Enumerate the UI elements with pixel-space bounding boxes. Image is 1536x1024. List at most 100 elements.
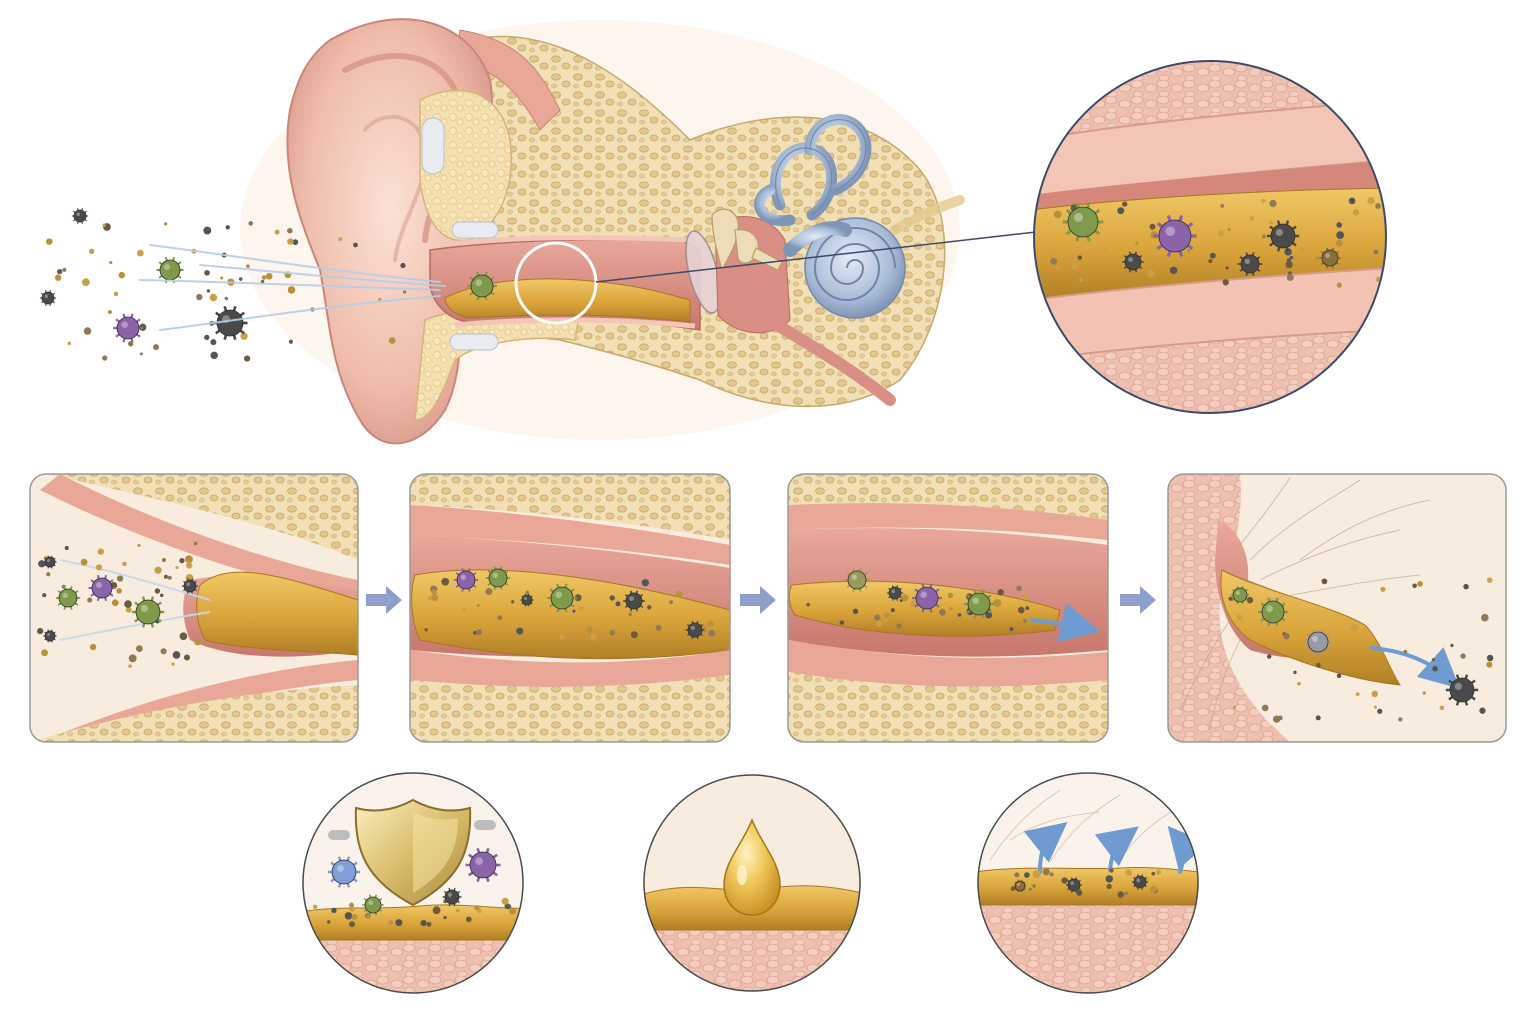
virus-particle [1266, 220, 1300, 252]
dust-particle [485, 588, 493, 596]
dust-particle [1431, 658, 1436, 662]
dust-particle [128, 654, 137, 663]
dust-particle [171, 662, 175, 666]
dust-particle [403, 290, 407, 294]
dust-particle [1076, 890, 1083, 896]
bacteria-particle [328, 830, 350, 840]
dust-particle [1042, 868, 1050, 876]
step-panel-2 [409, 473, 731, 743]
dust-particle [473, 630, 477, 635]
dust-particle [1336, 282, 1342, 288]
dust-particle [194, 638, 202, 646]
virus-particle [1062, 202, 1104, 242]
dust-particle [1105, 875, 1113, 883]
dust-particle [1299, 247, 1305, 252]
dust-particle [89, 643, 97, 651]
virus-particle [1122, 251, 1144, 273]
dust-particle [1117, 207, 1125, 215]
dust-particle [186, 562, 193, 569]
virus-particle [1230, 585, 1250, 605]
dust-particle [1439, 705, 1445, 711]
oil-droplet-icon [723, 817, 781, 916]
virus-particle [113, 313, 143, 343]
dust-particle [1371, 690, 1379, 698]
cartilage-spot-1 [421, 117, 445, 175]
dust-particle [441, 577, 450, 586]
dust-particle [1061, 877, 1068, 884]
bacteria-particle [474, 820, 496, 830]
dust-particle [1151, 871, 1156, 876]
auditory-nerve [890, 195, 965, 235]
dust-particle [882, 617, 888, 622]
cartilage-spot-3 [449, 333, 499, 351]
dust-particle [80, 558, 88, 566]
dust-particle [1261, 704, 1269, 712]
dust-particle [287, 227, 293, 234]
dust-particle [578, 605, 584, 612]
dust-particle [431, 594, 439, 602]
virus-particle [1237, 252, 1263, 276]
dust-particle [240, 332, 248, 340]
dust-particle [615, 601, 621, 607]
dust-particle [516, 627, 524, 635]
dust-particle [160, 648, 167, 655]
dust-particle [113, 291, 119, 297]
dust-particle [426, 921, 432, 927]
dust-particle [1286, 273, 1294, 281]
eustachian-tube [764, 314, 896, 406]
dust-particle [139, 352, 143, 356]
dust-particle [89, 248, 95, 254]
dust-particle [957, 613, 962, 617]
dust-particle [939, 608, 946, 616]
dust-particle [172, 651, 181, 659]
dust-particle [1078, 277, 1084, 282]
cartilage-spot-2 [451, 221, 499, 239]
dust-particle [1432, 665, 1438, 672]
dust-particle [1365, 257, 1372, 264]
step-panel-4 [1167, 473, 1507, 743]
virus-particle [964, 589, 994, 619]
dust-particle [1149, 223, 1156, 230]
dust-particle [1422, 691, 1426, 695]
dust-particle [852, 608, 859, 615]
dust-particle [1070, 263, 1078, 270]
dust-particle [1266, 654, 1272, 659]
dust-particle [206, 289, 211, 293]
dust-particle [261, 275, 267, 280]
dust-particle [245, 264, 250, 269]
dust-particle [1032, 884, 1036, 888]
dust-particle [1321, 578, 1328, 585]
dust-particle [163, 222, 168, 226]
virus-particle [39, 290, 57, 306]
dust-particle [348, 921, 356, 928]
dust-particle [1222, 279, 1229, 286]
dust-particle [1017, 606, 1025, 614]
dust-particle [97, 548, 105, 555]
virus-particle [1445, 674, 1479, 706]
dust-particle [1208, 259, 1213, 264]
dust-particle [1217, 230, 1225, 237]
dust-particle [1315, 715, 1321, 721]
dust-particle [883, 612, 890, 619]
dust-particle [1269, 220, 1273, 225]
dust-particle [465, 916, 472, 923]
dust-particle [338, 237, 343, 242]
dust-particle [83, 327, 92, 335]
dust-particle [395, 919, 403, 927]
dust-particle [136, 645, 143, 652]
virus-particle [912, 583, 942, 613]
dust-particle [1314, 256, 1320, 261]
dust-particle [1028, 887, 1032, 891]
virus-particle [43, 555, 57, 569]
virus-particle [520, 593, 534, 607]
dust-particle [1169, 266, 1178, 275]
dust-particle [630, 631, 638, 639]
virus-particle [1013, 879, 1027, 893]
dust-particle [899, 599, 903, 603]
dust-particle [353, 242, 358, 248]
air-stream [139, 244, 446, 331]
dust-particle [1335, 239, 1343, 247]
dust-particle [1417, 581, 1423, 587]
virus-particle [485, 566, 511, 590]
